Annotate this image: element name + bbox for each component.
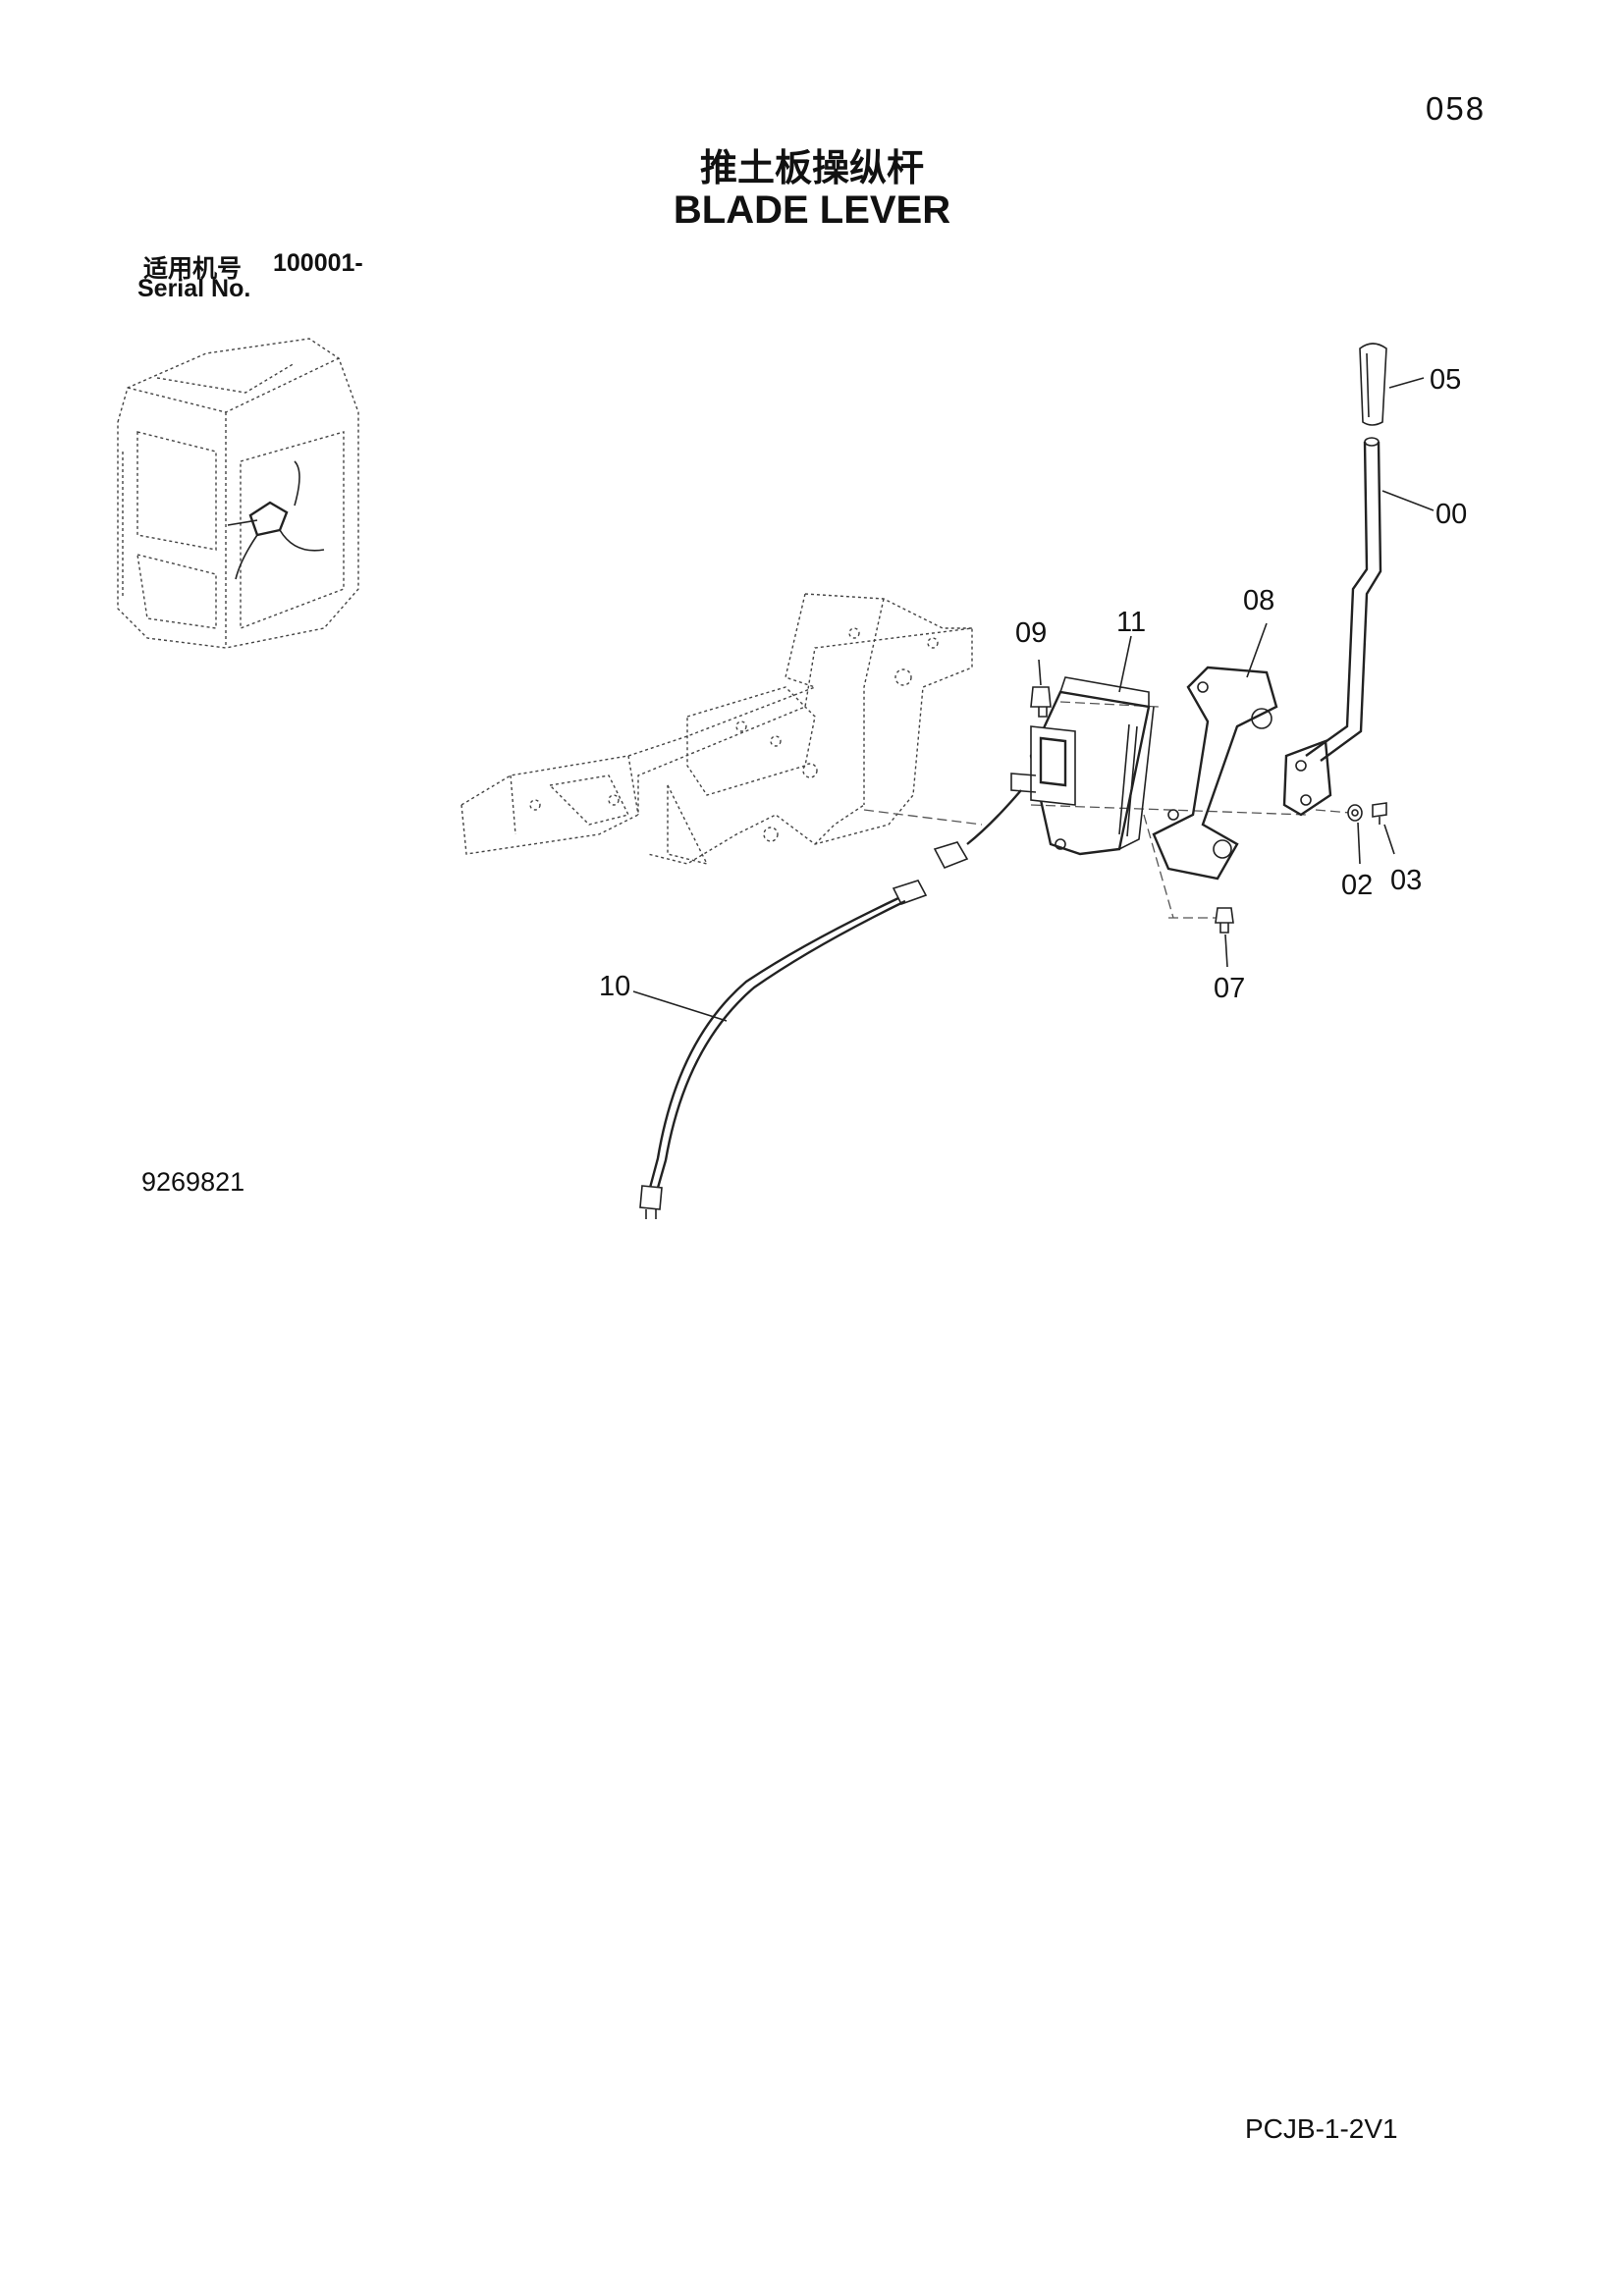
callout-02: 02 — [1341, 870, 1373, 901]
callout-09: 09 — [1015, 617, 1047, 649]
frame-bracket — [460, 593, 973, 866]
lever-knob-05 — [1359, 343, 1387, 426]
callout-03: 03 — [1390, 865, 1422, 896]
switch-assembly — [1010, 676, 1155, 856]
screw-03 — [1372, 802, 1387, 825]
callout-07: 07 — [1214, 973, 1245, 1004]
callout-10: 10 — [599, 971, 630, 1002]
serial-range: 100001- — [273, 249, 363, 277]
bolt-09 — [1030, 686, 1052, 718]
callout-05: 05 — [1430, 364, 1461, 396]
callout-00: 00 — [1435, 499, 1467, 530]
drawing-number: 9269821 — [141, 1167, 245, 1197]
page-number: 058 — [1426, 90, 1487, 127]
leader-lines — [632, 377, 1435, 1022]
washer-02 — [1347, 804, 1363, 822]
callout-08: 08 — [1243, 585, 1274, 616]
callout-11: 11 — [1116, 607, 1146, 638]
serial-label-english: Serial No. — [137, 275, 251, 302]
page-title-english: BLADE LEVER — [673, 188, 951, 232]
bracket-plate-08 — [1152, 666, 1278, 881]
footer-code: PCJB-1-2V1 — [1245, 2113, 1398, 2144]
assembly-guide-lines — [863, 701, 1351, 919]
serial-label-chinese: 适用机号 — [143, 254, 243, 283]
cable-harness-10 — [639, 789, 1022, 1219]
cab-locator-thumbnail — [117, 338, 359, 649]
bolt-07 — [1215, 907, 1234, 934]
page-title-chinese: 推土板操纵杆 — [699, 146, 924, 189]
lever-shaft-00 — [1282, 437, 1382, 817]
